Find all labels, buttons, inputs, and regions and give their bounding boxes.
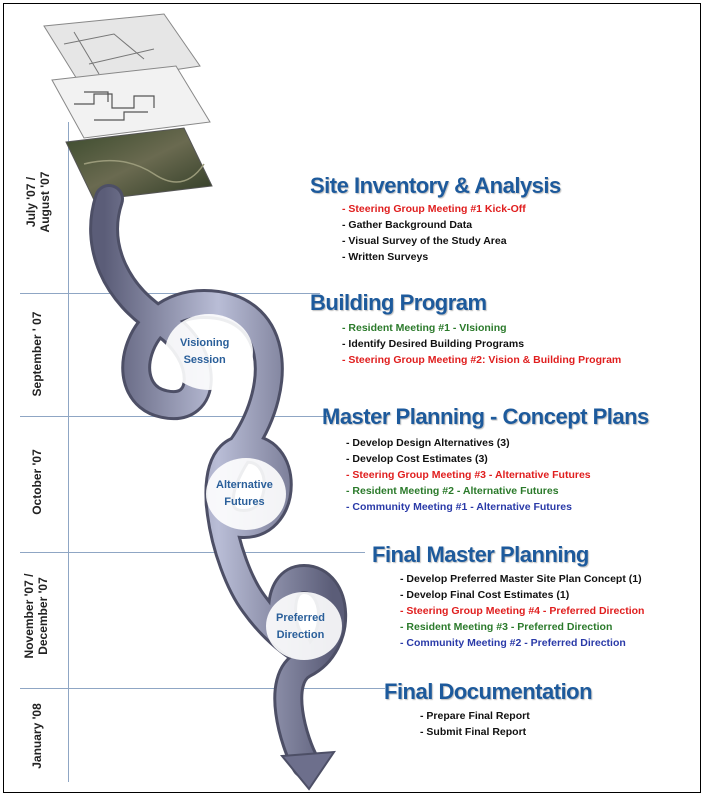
period-line: January '08 [30, 703, 44, 769]
period-label: November '07 / December '07 [22, 552, 50, 680]
phase-title-master-planning: Master Planning - Concept Plans [322, 404, 649, 429]
loop-line: Session [183, 354, 226, 366]
loop-alternative [206, 458, 286, 530]
list-item: - Visual Survey of the Study Area [342, 235, 507, 247]
period-divider [20, 552, 365, 553]
period-line: November '07 / [22, 573, 36, 659]
list-item: - Community Meeting #2 - Preferred Direc… [400, 637, 626, 649]
period-label: July '07 / August '07 [24, 122, 52, 282]
loop-preferred [266, 592, 342, 660]
phase-title-site-inventory: Site Inventory & Analysis [310, 173, 561, 198]
list-item: - Steering Group Meeting #4 - Preferred … [400, 605, 645, 617]
list-item: - Community Meeting #1 - Alternative Fut… [346, 501, 572, 513]
process-ribbon-graphic [43, 13, 348, 791]
period-line: October '07 [30, 449, 44, 515]
loop-label-alternative: Alternative Futures [216, 477, 273, 511]
loop-line: Direction [276, 629, 325, 641]
list-item: - Develop Design Alternatives (3) [346, 437, 510, 449]
loop-line: Alternative [216, 479, 273, 491]
timeline-axis [68, 122, 69, 782]
arrow-head [280, 750, 336, 791]
phase-title-final-master-planning: Final Master Planning [372, 542, 589, 567]
loop-visioning [165, 314, 253, 390]
period-line: July '07 / [24, 176, 38, 228]
period-label: September ' 07 [30, 299, 44, 409]
period-label: January '08 [30, 692, 44, 780]
list-item: - Steering Group Meeting #1 Kick-Off [342, 203, 526, 215]
period-line: August '07 [38, 171, 52, 233]
list-item: - Written Surveys [342, 251, 429, 263]
list-item: - Identify Desired Building Programs [342, 338, 525, 350]
list-item: - Gather Background Data [342, 219, 473, 231]
list-item: - Resident Meeting #1 - VIsioning [342, 322, 507, 334]
phase-items: - Develop Preferred Master Site Plan Con… [400, 571, 644, 651]
period-divider [20, 293, 320, 294]
loop-label-preferred: Preferred Direction [276, 610, 325, 644]
phase-items: - Steering Group Meeting #1 Kick-Off - G… [342, 201, 526, 265]
period-line: September ' 07 [30, 311, 44, 397]
list-item: - Develop Final Cost Estimates (1) [400, 589, 570, 601]
site-map-layers [43, 13, 213, 201]
list-item: - Develop Cost Estimates (3) [346, 453, 488, 465]
period-line: December '07 [36, 577, 50, 655]
diagram-frame: July '07 / August '07 September ' 07 Oct… [3, 3, 701, 793]
list-item: - Develop Preferred Master Site Plan Con… [400, 573, 642, 585]
loop-label-visioning: Visioning Session [180, 335, 229, 369]
period-divider [20, 688, 385, 689]
phase-items: - Resident Meeting #1 - VIsioning - Iden… [342, 320, 621, 368]
list-item: - Steering Group Meeting #2: Vision & Bu… [342, 354, 622, 366]
phase-items: - Prepare Final Report - Submit Final Re… [420, 708, 530, 740]
list-item: - Steering Group Meeting #3 - Alternativ… [346, 469, 591, 481]
phase-title-building-program: Building Program [310, 290, 487, 315]
phase-title-final-documentation: Final Documentation [384, 679, 593, 704]
list-item: - Prepare Final Report [420, 710, 530, 722]
phase-items: - Develop Design Alternatives (3) - Deve… [346, 435, 591, 515]
loop-line: Visioning [180, 337, 230, 349]
period-label: October '07 [30, 422, 44, 542]
list-item: - Submit Final Report [420, 726, 527, 738]
loop-line: Preferred [276, 612, 325, 624]
list-item: - Resident Meeting #3 - Preferred Direct… [400, 621, 613, 633]
loop-line: Futures [224, 496, 265, 508]
list-item: - Resident Meeting #2 - Alternative Futu… [346, 485, 559, 497]
